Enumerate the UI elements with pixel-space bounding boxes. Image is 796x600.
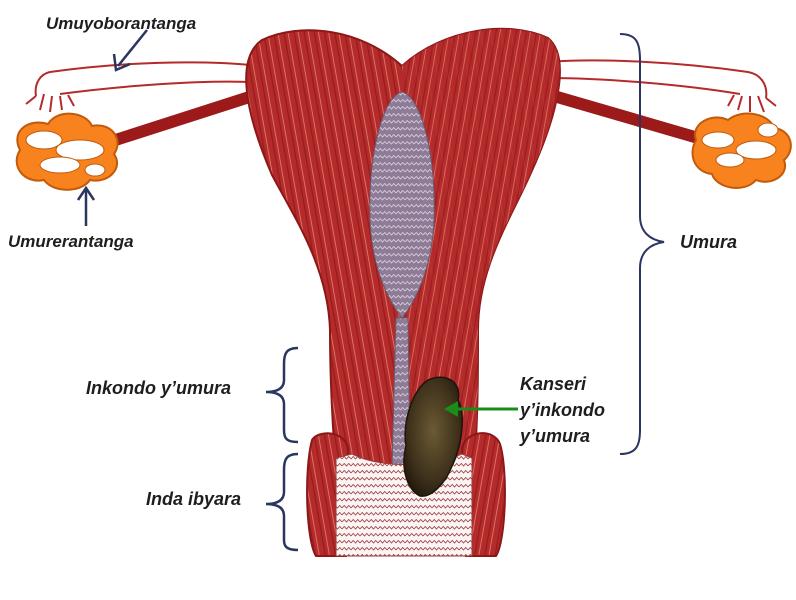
vagina-right-wall [460, 432, 506, 557]
fallopian-tube-arrow [112, 29, 148, 72]
uterus-label: Umura [680, 232, 738, 252]
vagina-label: Inda ibyara [146, 489, 242, 509]
right-ovary [691, 112, 792, 189]
cervical-cancer-label: Kanseri y’inkondo y’umura [520, 371, 605, 449]
fallopian-tube-label: Umuyoborantanga [46, 14, 197, 33]
cervix-label: Inkondo y’umura [86, 378, 232, 398]
vagina-bracket [265, 452, 299, 552]
cervix-bracket [265, 346, 299, 444]
cervical-cancer-label-line-2: y’inkondo [520, 400, 605, 420]
right-ovarian-ligament [534, 86, 711, 146]
cervical-cancer-label-line-3: y’umura [520, 426, 591, 446]
cervical-cancer-label-line-1: Kanseri [520, 374, 587, 394]
uterus-bracket [619, 33, 665, 455]
ovary-arrow [76, 185, 96, 226]
left-fallopian-tube [25, 61, 251, 113]
ovary-label: Umurerantanga [8, 232, 134, 251]
left-ovary [15, 112, 119, 191]
left-ovarian-ligament [94, 86, 271, 151]
cancer-arrow [444, 401, 518, 417]
